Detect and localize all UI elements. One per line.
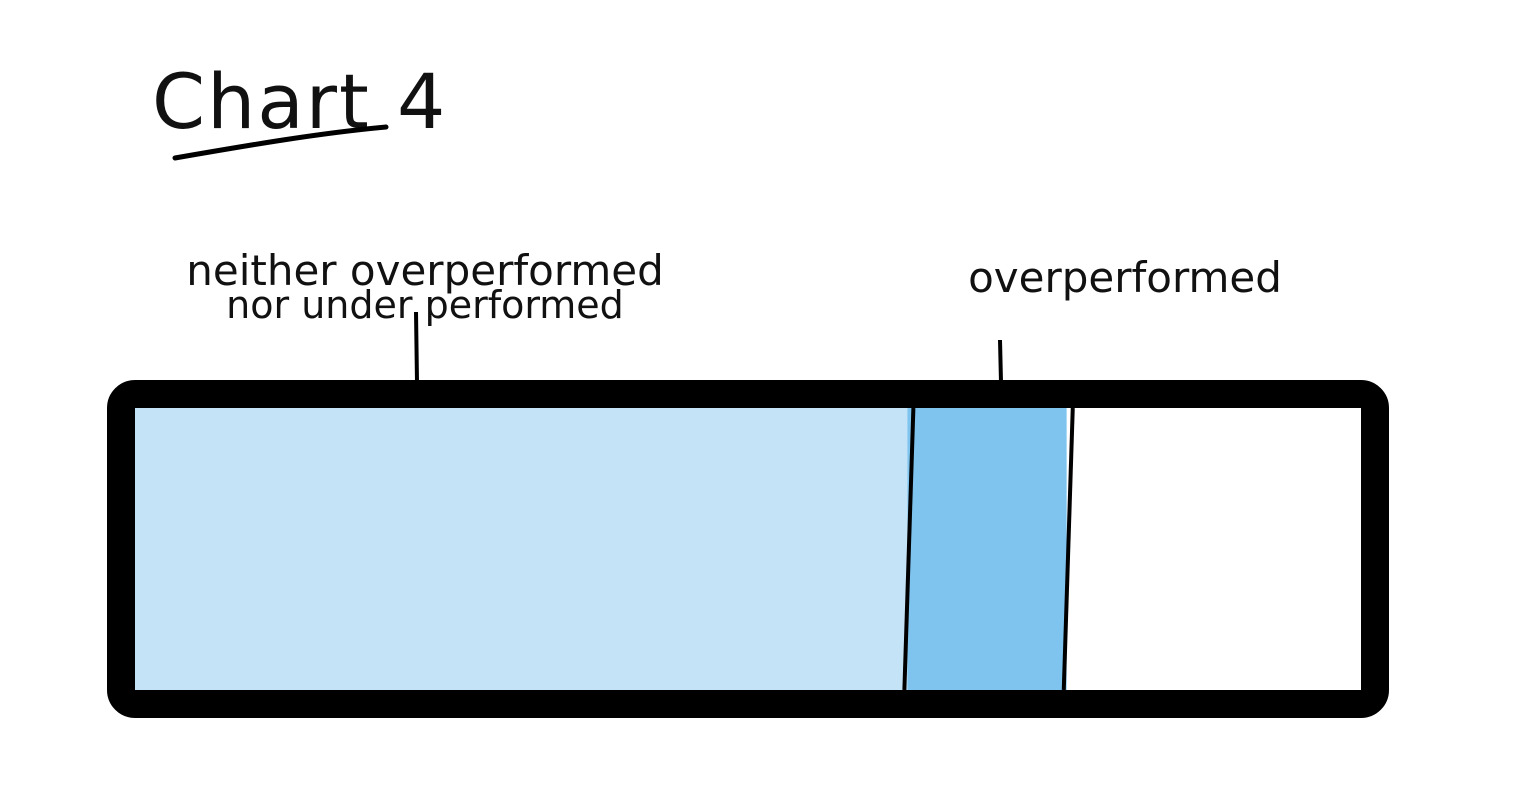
segment-dividers: [902, 407, 1075, 691]
title-underline: [172, 124, 389, 161]
bar-segment-3: [1066, 408, 1361, 690]
leader-line-1: [414, 311, 419, 383]
chart-title: Chart 4: [152, 57, 447, 146]
segment-label-1-line-1: neither overperformed: [186, 246, 664, 295]
segment-divider-2: [1061, 407, 1075, 691]
leader-line-2: [998, 339, 1003, 383]
bar-outline: [107, 380, 1389, 718]
segment-divider-1: [902, 407, 916, 691]
segment-label-2-line-1: overperformed: [968, 253, 1282, 302]
bar-segment-1: [135, 408, 908, 690]
bar-segments: [135, 408, 1361, 690]
bar-segment-2: [907, 408, 1067, 690]
segment-label-1-line-2: nor under performed: [226, 283, 624, 327]
